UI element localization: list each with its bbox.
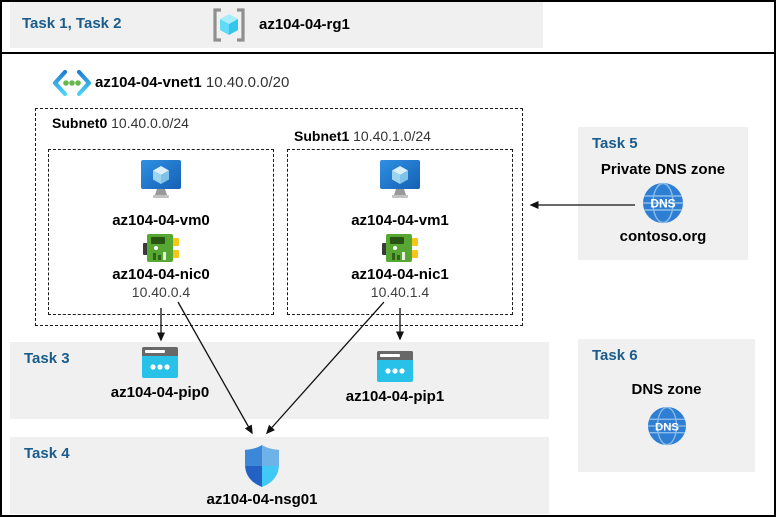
pip1-icon — [377, 351, 413, 382]
nic1-name: az104-04-nic1 — [351, 266, 449, 283]
nsg-name: az104-04-nsg01 — [206, 491, 318, 508]
vm0-name: az104-04-vm0 — [112, 212, 210, 229]
pip0-group: az104-04-pip0 — [105, 347, 215, 401]
header-divider — [2, 52, 774, 54]
nic0-ip: 10.40.0.4 — [131, 284, 191, 300]
subnet1-cidr: 10.40.1.0/24 — [353, 128, 431, 144]
dns-zone-icon-text: DNS — [654, 421, 678, 433]
nic1-ip: 10.40.1.4 — [370, 284, 430, 300]
subnet1-label: Subnet1 10.40.1.0/24 — [294, 128, 431, 144]
task4-label: Task 4 — [24, 445, 70, 462]
pip1-name: az104-04-pip1 — [345, 388, 445, 405]
vnet-title: az104-04-vnet1 10.40.0.0/20 — [95, 74, 289, 91]
nic0-name: az104-04-nic0 — [112, 266, 210, 283]
nic1-icon — [382, 234, 418, 262]
nsg-shield-icon — [245, 445, 279, 487]
vnet-cidr: 10.40.0.0/20 — [205, 74, 290, 91]
task3-panel: Task 3 az104-04-pip0 az104-04-pip1 — [10, 342, 549, 419]
nic0-icon — [143, 234, 179, 262]
private-dns-zone-title: Private DNS zone — [600, 161, 726, 178]
task12-label: Task 1, Task 2 — [22, 15, 122, 32]
pip0-name: az104-04-pip0 — [110, 384, 210, 401]
dns-zone-icon: DNS — [647, 406, 686, 446]
resource-group-name: az104-04-rg1 — [259, 16, 350, 33]
task5-panel: Task 5 Private DNS zone DNS contoso.org — [578, 127, 748, 260]
subnet0-cidr: 10.40.0.0/24 — [111, 115, 189, 131]
task4-panel: Task 4 az104-04-nsg01 — [10, 437, 549, 514]
task6-label: Task 6 — [592, 347, 638, 364]
pip1-group: az104-04-pip1 — [330, 351, 460, 405]
private-dns-zone-name: contoso.org — [619, 228, 707, 245]
pip0-icon — [142, 347, 178, 378]
vm1-name: az104-04-vm1 — [351, 212, 449, 229]
subnet1-name: Subnet1 — [294, 128, 350, 144]
resource-group-icon — [213, 8, 245, 42]
subnet0-label: Subnet0 10.40.0.0/24 — [52, 115, 189, 131]
task3-label: Task 3 — [24, 350, 70, 367]
task6-panel: Task 6 DNS zone DNS — [578, 339, 755, 472]
dns-icon-text: DNS — [650, 197, 675, 211]
subnet0-box: az104-04-vm0 az104-04-nic0 10.40.0.4 — [48, 149, 274, 315]
task5-label: Task 5 — [592, 135, 638, 152]
vm1-icon — [380, 160, 420, 198]
vnet-name: az104-04-vnet1 — [95, 74, 202, 91]
vnet-icon — [52, 69, 92, 97]
subnet0-name: Subnet0 — [52, 115, 108, 131]
private-dns-zone-icon: DNS — [643, 182, 683, 224]
subnet1-box: az104-04-vm1 az104-04-nic1 10.40.1.4 — [287, 149, 513, 315]
dns-zone-title: DNS zone — [631, 381, 702, 398]
header-band: Task 1, Task 2 az104-04-rg1 — [10, 2, 543, 48]
vm0-icon — [141, 160, 181, 198]
nsg-group: az104-04-nsg01 — [202, 445, 322, 508]
